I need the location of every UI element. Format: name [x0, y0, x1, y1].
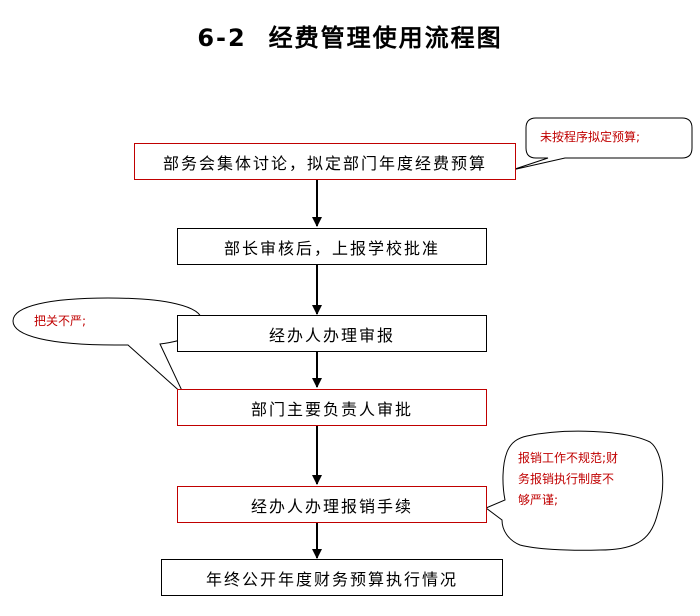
flow-step-4-label: 部门主要负责人审批 [250, 399, 413, 419]
page-title: 6-2 经费管理使用流程图 [0, 18, 700, 53]
flow-step-1-label: 部务会集体讨论，拟定部门年度经费预算 [162, 153, 487, 173]
risk-note-3-line-1: 报销工作不规范;财 [518, 451, 619, 465]
risk-note-3-line-3: 够严谨; [518, 493, 559, 507]
flow-step-3-label: 经办人办理审报 [268, 325, 395, 345]
callout-bubble-3 [485, 430, 664, 551]
risk-note-1-text: 未按程序拟定预算; [540, 130, 641, 144]
title-number: 6-2 [197, 24, 247, 52]
flow-step-1: 部务会集体讨论，拟定部门年度经费预算 [134, 143, 516, 180]
risk-note-3: 报销工作不规范;财 务报销执行制度不 够严谨; [518, 448, 658, 511]
flow-step-5-label: 经办人办理报销手续 [250, 496, 413, 516]
flow-step-3: 经办人办理审报 [177, 315, 487, 352]
callout-bubble-1 [511, 117, 693, 171]
flow-step-2-label: 部长审核后，上报学校批准 [223, 238, 440, 258]
risk-note-3-line-2: 务报销执行制度不 [518, 472, 615, 486]
risk-note-1: 未按程序拟定预算; [540, 127, 690, 148]
flow-step-5: 经办人办理报销手续 [177, 486, 487, 523]
risk-note-2: 把关不严; [34, 311, 194, 332]
flow-step-6: 年终公开年度财务预算执行情况 [161, 559, 503, 596]
callout-bubble-2 [12, 297, 203, 396]
flow-step-6-label: 年终公开年度财务预算执行情况 [205, 569, 458, 589]
flow-step-2: 部长审核后，上报学校批准 [177, 228, 487, 265]
title-text: 经费管理使用流程图 [268, 24, 503, 52]
risk-note-2-text: 把关不严; [34, 314, 87, 328]
flow-step-4: 部门主要负责人审批 [177, 389, 487, 426]
